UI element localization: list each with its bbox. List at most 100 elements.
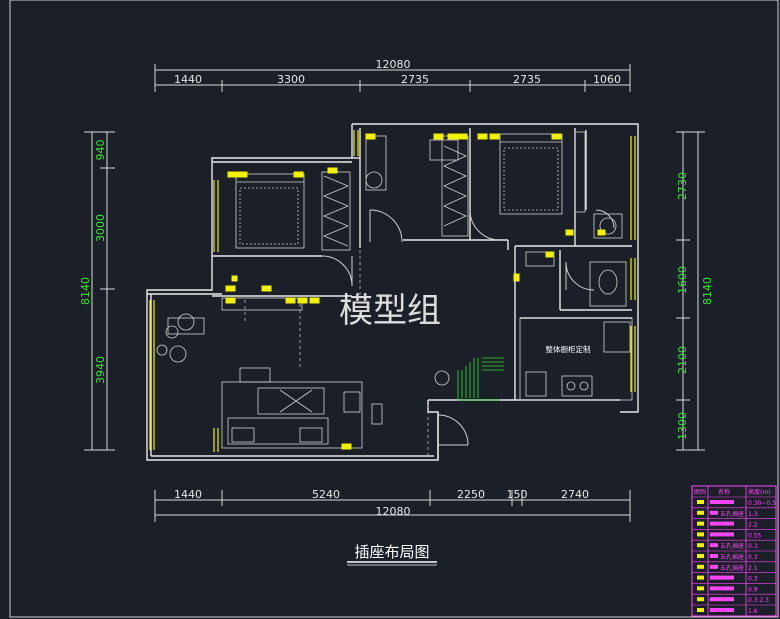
legend-socket-icon (697, 500, 704, 504)
socket-icon (293, 171, 304, 178)
bottom-dim-2: 5240 (312, 488, 340, 501)
left-total-dimension: 8140 (79, 277, 92, 305)
drawing-frame (9, 0, 779, 618)
legend-table: 0.30~0.5 五孔插座 1.3 2.2 0.55 五孔插座 0.3 五孔插座 0.3 五孔插座… (691, 485, 777, 617)
socket-icon (433, 133, 444, 140)
socket-icon (489, 133, 500, 140)
legend-row-height: 0.3 (748, 543, 758, 550)
legend-socket-icon (697, 543, 704, 548)
right-dimension-labels: 2730 1600 2100 1300 8140 (676, 172, 714, 440)
legend-socket-icon (697, 597, 704, 602)
legend-name-bar (710, 586, 734, 591)
furniture (156, 131, 633, 449)
socket-icon (297, 297, 308, 304)
right-dim-2: 1600 (676, 266, 689, 294)
socket-icon (227, 171, 238, 178)
socket-icon (457, 133, 468, 140)
drawing-title: 插座布局图 (354, 543, 429, 561)
legend-row-height: 0.3 (748, 576, 758, 583)
legend-row-height: 0.55 (748, 532, 762, 539)
socket-icon (513, 273, 520, 282)
legend-row-name: 五孔插座 (720, 510, 744, 518)
socket-icon (231, 275, 238, 282)
watermark-text: 模型组 (339, 291, 441, 331)
top-dim-2: 3300 (277, 73, 305, 86)
left-dim-1: 940 (94, 140, 107, 161)
socket-icon (341, 443, 352, 450)
legend-row-height: 1.3 (748, 511, 758, 518)
left-dim-2: 3000 (94, 214, 107, 242)
socket-icon (309, 297, 320, 304)
top-dim-5: 1060 (593, 73, 621, 86)
legend-socket-icon (697, 510, 704, 515)
socket-icon (237, 171, 248, 178)
socket-icon (225, 297, 236, 304)
legend-socket-icon (697, 575, 704, 580)
left-dimension-labels: 940 3000 3940 8140 (79, 140, 107, 385)
socket-icon (551, 133, 562, 140)
legend-socket-icon (697, 521, 704, 526)
legend-socket-icon (697, 608, 704, 612)
legend-row-name: 五孔插座 (720, 542, 744, 550)
socket-icon (477, 133, 488, 140)
socket-icon (545, 251, 554, 258)
legend-row-height: 0.30~0.5 (748, 500, 776, 507)
legend-name-bar (710, 564, 718, 569)
socket-icon (565, 229, 574, 236)
right-dim-3: 2100 (676, 346, 689, 374)
walls (146, 123, 639, 461)
legend-row-height: 2.1 (748, 565, 758, 572)
right-dimension-chain (676, 131, 705, 451)
legend-socket-icon (697, 532, 704, 537)
bottom-dim-3: 2250 (457, 488, 485, 501)
legend-row-height: 2.2 (748, 522, 758, 529)
socket-icon (327, 167, 338, 174)
legend-name-bar (710, 554, 718, 558)
bottom-dim-5: 2740 (561, 488, 589, 501)
socket-markers (225, 133, 606, 450)
legend-name-bar (710, 608, 734, 612)
legend-row-name: 五孔插座 (720, 564, 744, 572)
legend-header-name: 名称 (718, 488, 730, 496)
socket-icon (285, 297, 296, 304)
dashed-lines (244, 250, 429, 455)
legend-name-bar (710, 510, 718, 515)
top-dimension-chain (154, 64, 631, 92)
legend-name-bar (710, 532, 734, 537)
legend-name-bar (710, 597, 734, 602)
legend-row-name: 五孔插座 (720, 553, 744, 561)
bottom-total-dimension: 12080 (376, 505, 411, 518)
bottom-dim-4: 150 (507, 488, 528, 501)
right-dim-1: 2730 (676, 172, 689, 200)
top-dim-3: 2735 (401, 73, 429, 86)
legend-socket-icon (697, 554, 704, 558)
legend-socket-icon (697, 564, 704, 569)
legend-header-height: 高度(m) (748, 488, 771, 496)
socket-icon (365, 133, 376, 140)
socket-icon (261, 285, 272, 292)
legend-row-height: 1.6 (748, 608, 758, 615)
socket-icon (225, 285, 236, 292)
windows (149, 130, 636, 452)
socket-icon (597, 229, 606, 236)
legend-name-bar (710, 500, 734, 504)
left-dimension-chain (84, 131, 115, 451)
legend-row-height: 0.3 2.3 (748, 597, 769, 604)
legend-name-bar (710, 521, 734, 526)
top-total-dimension: 12080 (376, 58, 411, 71)
kitchen-note: 整体橱柜定制 (546, 344, 591, 354)
socket-icon (447, 133, 458, 140)
legend-header-symbol: 图例 (694, 488, 706, 496)
top-dim-1: 1440 (174, 73, 202, 86)
legend-socket-icon (697, 586, 704, 591)
legend-row-height: 0.9 (748, 586, 758, 593)
legend-name-bar (710, 543, 718, 548)
right-dim-4: 1300 (676, 412, 689, 440)
legend-row-height: 0.3 (748, 554, 758, 561)
bottom-dim-1: 1440 (174, 488, 202, 501)
left-dim-3: 3940 (94, 356, 107, 384)
right-total-dimension: 8140 (701, 277, 714, 305)
top-dim-4: 2735 (513, 73, 541, 86)
